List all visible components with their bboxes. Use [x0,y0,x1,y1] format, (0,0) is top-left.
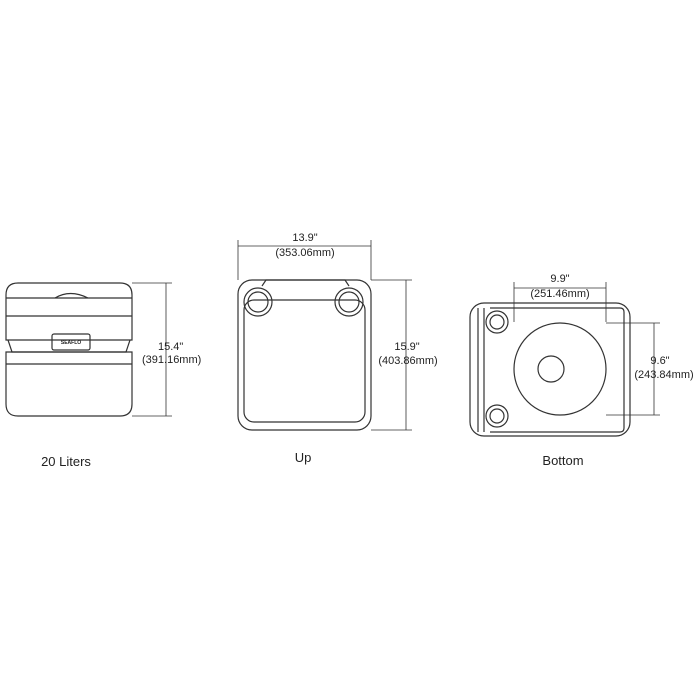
side-view [5,282,172,417]
top-width-inches: 13.9" [292,232,317,244]
top-inner-panel [243,299,366,423]
side-height-inches: 15.4" [158,341,183,353]
bottom-view [469,282,660,437]
bottom-top-cap-outer [485,310,509,334]
hinge-strip [261,279,350,287]
top-depth-inches: 15.9" [394,341,419,353]
bottom-width-mm: (251.46mm) [530,288,589,300]
bottom-bottom-cap-outer [485,404,509,428]
top-depth-mm: (403.86mm) [378,355,437,367]
brand-label: SEAFLO [61,340,81,346]
drain-outer-ring [513,322,607,416]
bottom-view-caption: Bottom [542,453,583,468]
right-cap-outer [334,287,364,317]
side-height-mm: (391.16mm) [142,354,201,366]
upper-tank-outline [5,282,133,341]
top-width-mm: (353.06mm) [275,247,334,259]
bottom-outline [469,302,631,437]
top-view [237,240,412,431]
left-cap-inner [247,291,269,313]
bottom-bottom-cap-inner [489,408,505,424]
latch-badge [51,333,91,351]
lower-tank-outline [5,351,133,417]
bottom-width-inches: 9.9" [550,273,569,285]
bottom-height-inches: 9.6" [650,355,669,367]
bottom-top-cap-inner [489,314,505,330]
lid-dome [54,292,89,299]
top-view-caption: Up [295,450,312,465]
drain-center [537,355,565,383]
bottom-inner-panel [490,307,625,433]
bottom-height-mm: (243.84mm) [634,369,693,381]
left-cap-outer [243,287,273,317]
top-outline [237,279,372,431]
side-view-caption: 20 Liters [41,454,91,469]
right-cap-inner [338,291,360,313]
